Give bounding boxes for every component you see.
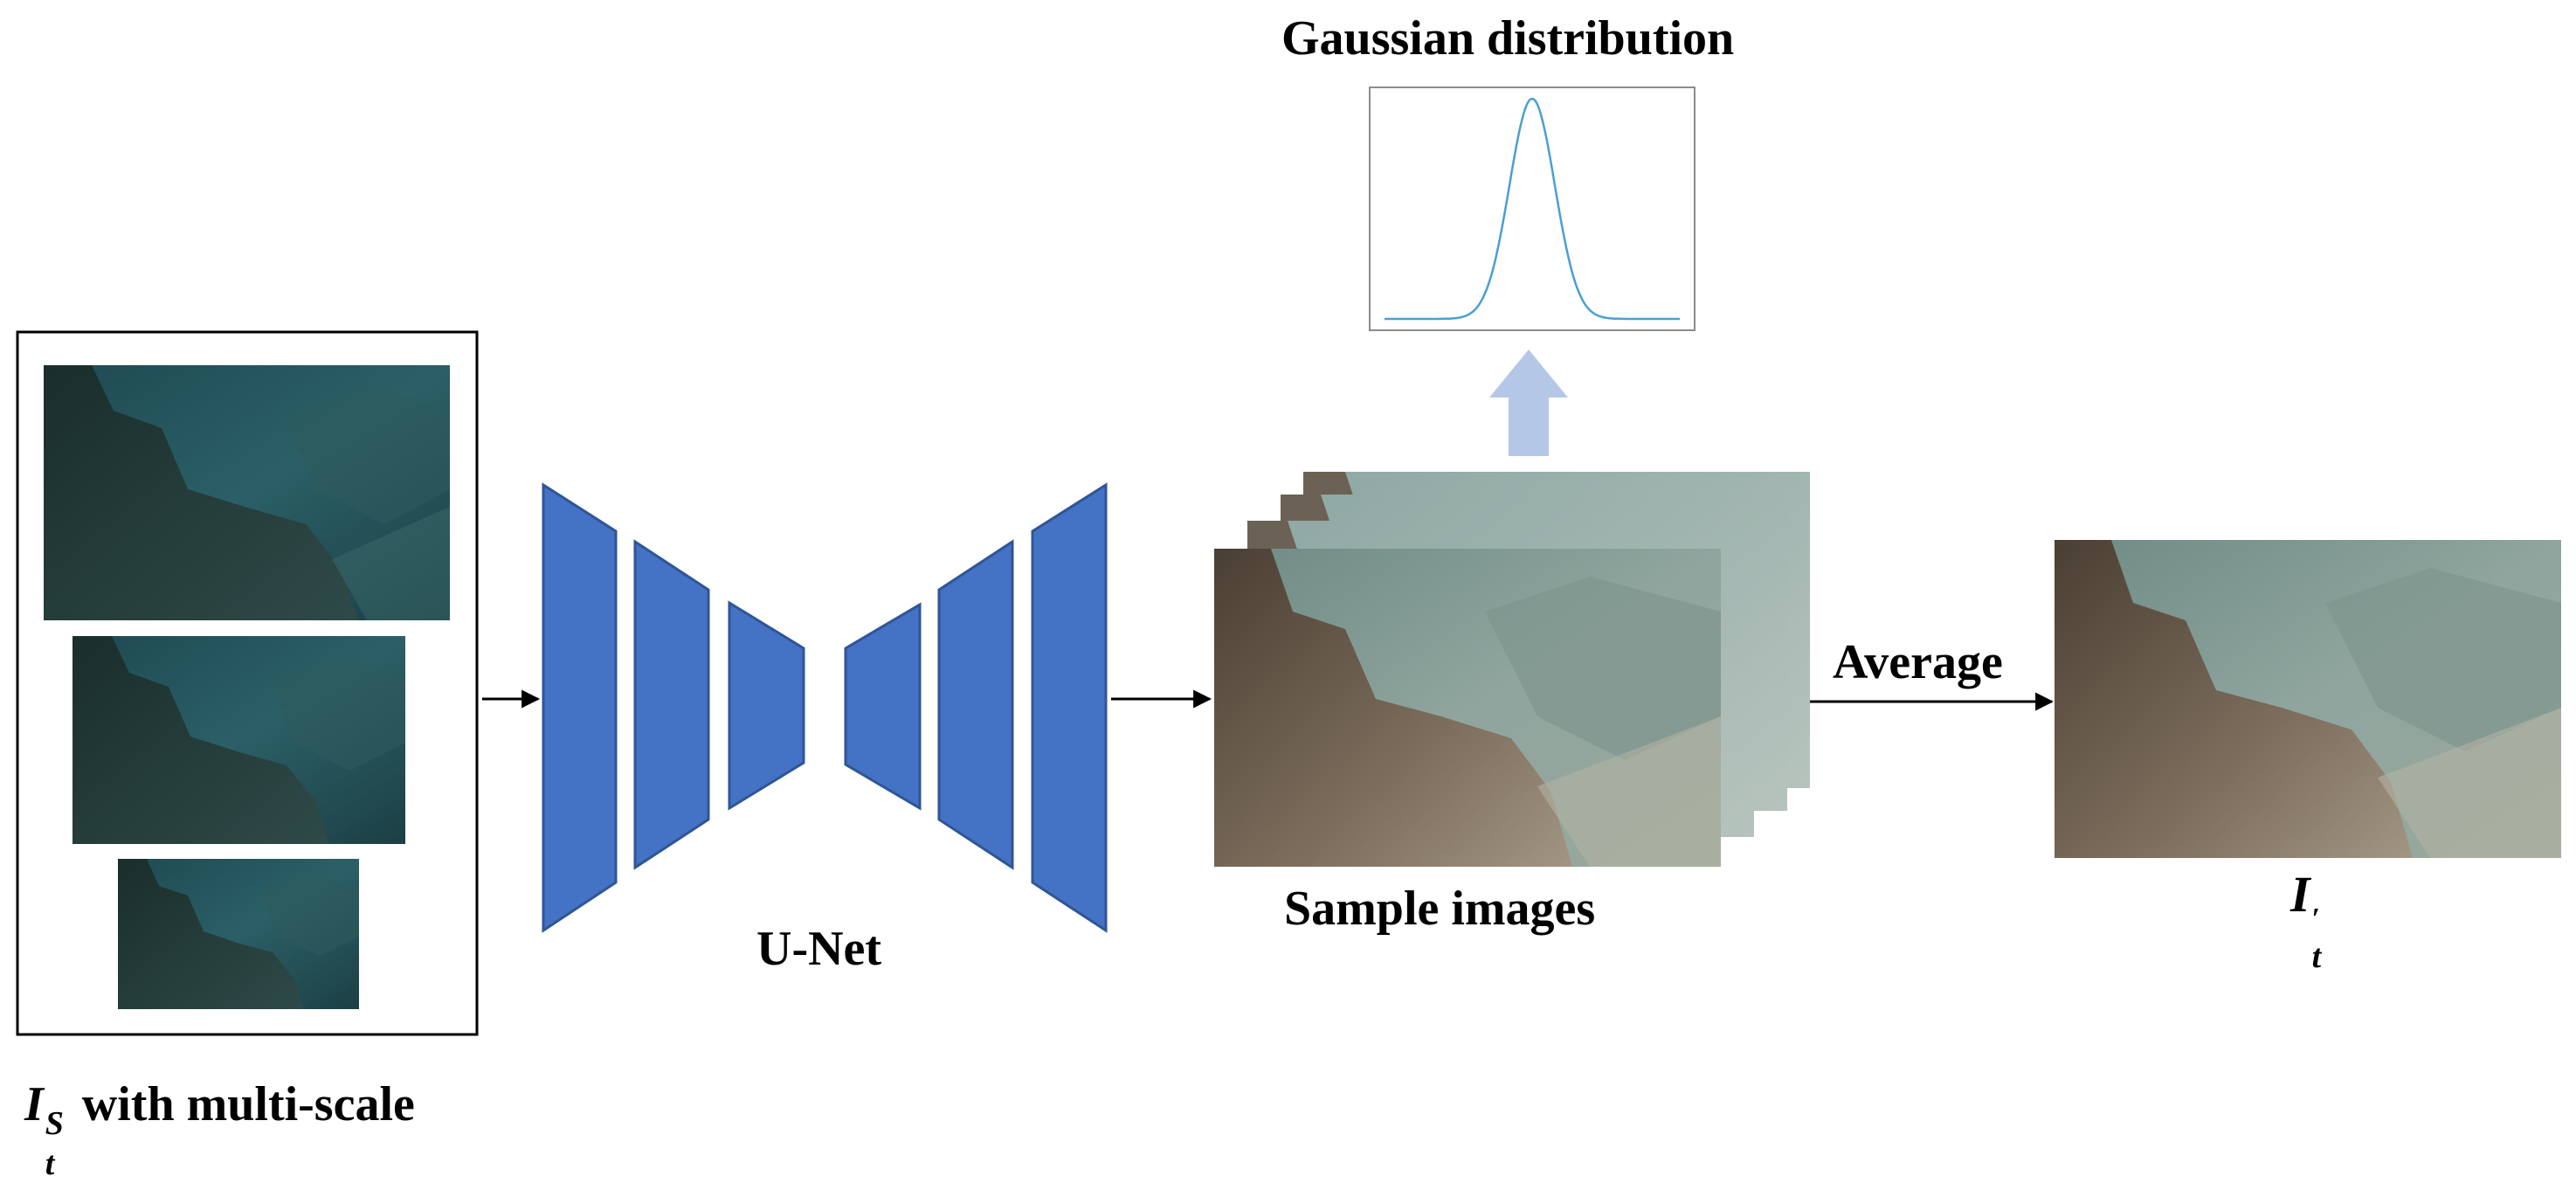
output-label: I′t [2290, 865, 2331, 975]
decoder-block-2 [937, 539, 1014, 870]
sample-images-label: Sample images [1284, 882, 1596, 936]
sample-images-stack [1214, 472, 1810, 867]
decoder-block-1 [844, 602, 922, 811]
output-subscript: t [2311, 938, 2322, 975]
average-label: Average [1833, 635, 2003, 689]
up-arrow [1489, 349, 1568, 456]
input-suffix: with multi-scale [69, 1077, 415, 1131]
encoder-block-1 [542, 482, 618, 933]
gaussian-frame [1369, 86, 1695, 331]
output-image [2055, 540, 2561, 858]
input-symbol: I [24, 1077, 44, 1131]
multi-scale-input-group [16, 330, 479, 1036]
encoder-block-3 [728, 600, 805, 811]
output-prime: ′ [2311, 903, 2321, 935]
multi-scale-frame [16, 330, 479, 1036]
gaussian-plot [1369, 86, 1695, 331]
sample-image-1 [1214, 549, 1721, 867]
input-image-small [118, 859, 359, 1009]
decoder-block-3 [1031, 482, 1108, 933]
gaussian-curve [1385, 97, 1680, 321]
input-image-medium [73, 636, 405, 844]
input-subscript: t [45, 1145, 55, 1182]
gaussian-title: Gaussian distribution [1281, 11, 1735, 66]
unet-network [542, 482, 1108, 933]
input-image-large [44, 365, 450, 620]
output-symbol: I [2290, 866, 2310, 923]
unet-label: U-Net [756, 922, 882, 976]
input-superscript: S [45, 1105, 64, 1142]
encoder-block-2 [633, 539, 710, 870]
pipeline-diagram [16, 86, 2561, 1036]
